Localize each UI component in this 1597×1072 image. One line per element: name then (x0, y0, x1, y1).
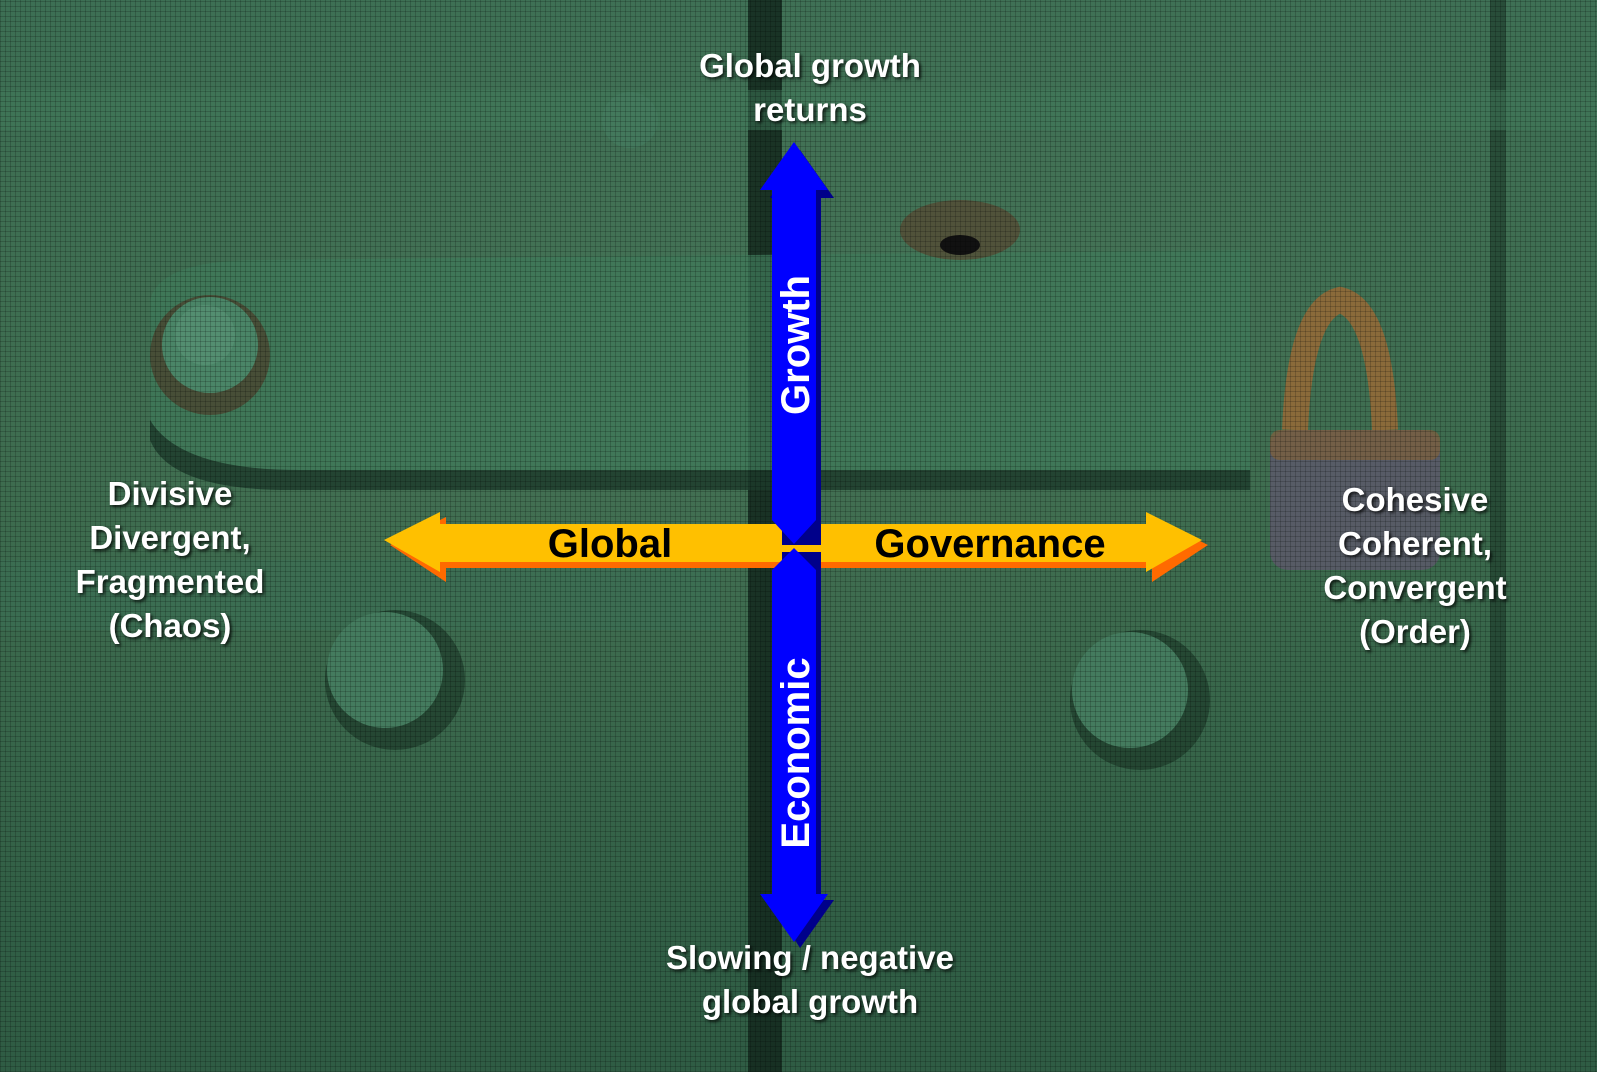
up-arrow (760, 142, 828, 544)
top-pole-label: Global growth returns (699, 47, 921, 128)
down-arrow (760, 548, 828, 942)
left-arrow (384, 512, 806, 572)
axis-word-growth: Growth (774, 275, 818, 415)
axis-word-governance: Governance (874, 522, 1105, 566)
left-pole-label: Divisive Divergent, Fragmented (Chaos) (75, 475, 265, 644)
axis-word-global: Global (548, 522, 672, 566)
axis-word-economic: Economic (774, 657, 818, 848)
right-arrow (788, 512, 1202, 572)
bottom-pole-label: Slowing / negative global growth (666, 939, 954, 1020)
right-pole-label: Cohesive Coherent, Convergent (Order) (1323, 481, 1507, 650)
